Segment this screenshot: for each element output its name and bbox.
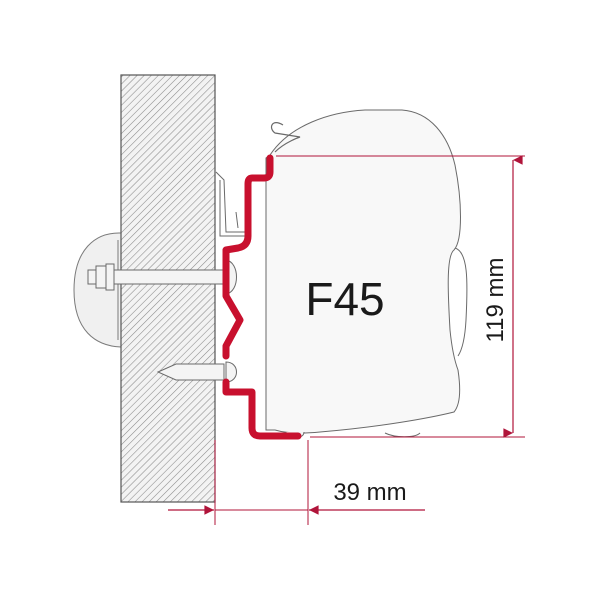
offset-dimension-label: 39 mm: [333, 479, 406, 506]
adapter-bracket: [222, 154, 302, 440]
backing-plate: [73, 232, 122, 348]
screw: [156, 361, 237, 383]
height-dimension: 119 mm: [276, 155, 525, 438]
offset-dimension: 39 mm: [168, 440, 425, 525]
height-dimension-label: 119 mm: [482, 258, 509, 343]
wall-section: [120, 74, 216, 503]
rail-clip: [215, 171, 248, 237]
model-label: F45: [305, 273, 384, 325]
